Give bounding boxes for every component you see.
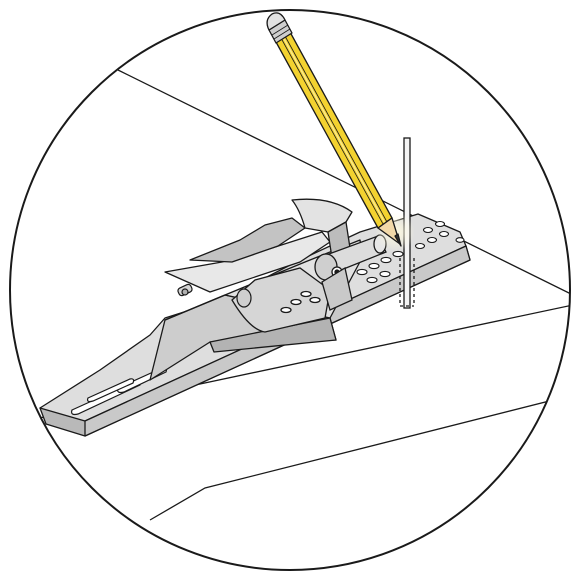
- pivot-pin-left: [177, 283, 252, 308]
- pencil: [266, 12, 402, 247]
- plate-holes-right: [356, 220, 465, 284]
- plate-slots: [71, 366, 168, 416]
- bracket-side-plate: [231, 267, 331, 333]
- hinge-arm-plate: [321, 266, 353, 311]
- pivot-roller-right: [314, 234, 387, 281]
